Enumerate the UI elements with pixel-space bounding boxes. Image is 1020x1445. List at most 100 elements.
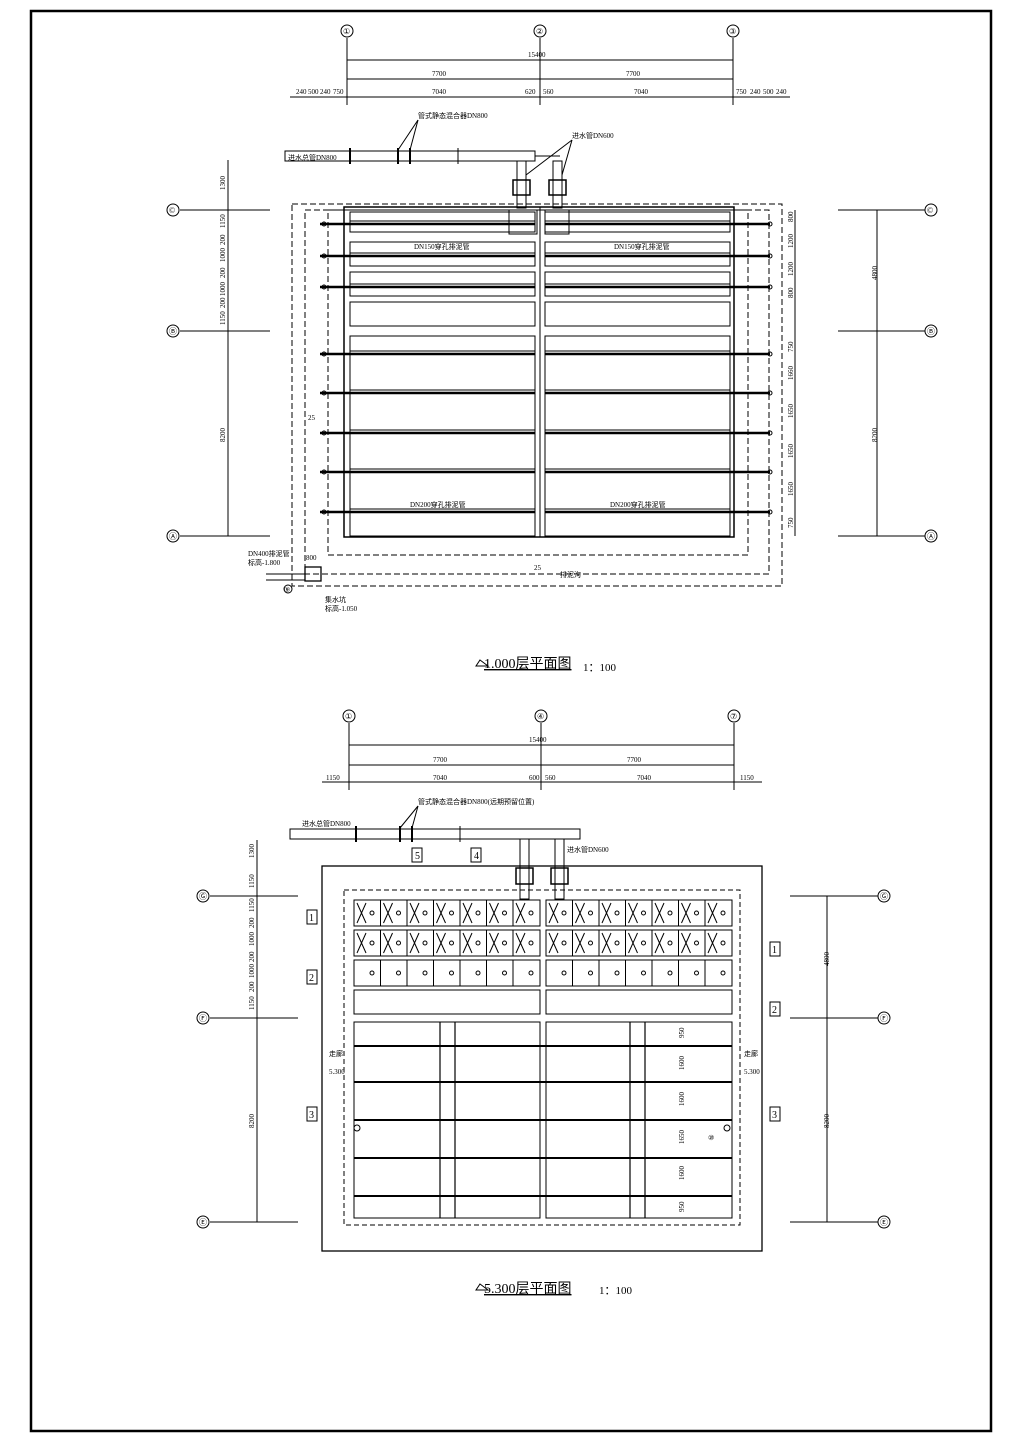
label-trench: 排泥沟 xyxy=(560,570,581,579)
valve-icon xyxy=(515,867,534,885)
inlet-main-pipe xyxy=(289,828,581,840)
grid-label: ③ xyxy=(729,27,736,36)
dimension-total: 15400 xyxy=(528,51,546,59)
nozzle-icon xyxy=(694,940,699,946)
section-marker: 1 xyxy=(772,945,777,956)
tank-cell xyxy=(353,989,541,1015)
nozzle-icon xyxy=(369,940,375,946)
nozzle-icon xyxy=(449,940,454,946)
dimension: 4800 xyxy=(823,952,831,967)
section-marker: 2 xyxy=(772,1005,777,1016)
dimension: 200 xyxy=(219,297,227,308)
grid-label: Ⓐ xyxy=(169,532,177,541)
dimension: 200 xyxy=(219,234,227,245)
valve-icon xyxy=(321,509,327,515)
plate-icon xyxy=(409,932,420,954)
valve-icon xyxy=(321,469,327,475)
dimension: 1650 xyxy=(787,404,795,419)
plate-icon xyxy=(515,932,526,954)
valve-icon xyxy=(767,253,773,259)
section-marker: 1 xyxy=(309,913,314,924)
dimension: 1000 xyxy=(219,248,227,263)
label-elevation: 5.300 xyxy=(744,1068,760,1076)
label-inlet-main: 进水总管DN800 xyxy=(288,153,337,162)
sheet-frame xyxy=(29,9,993,1433)
plate-icon xyxy=(681,902,691,924)
label-inlet-branch: 进水管DN600 xyxy=(572,131,614,140)
nozzle-icon xyxy=(396,910,401,916)
valve-icon xyxy=(321,430,327,436)
valve-icon xyxy=(548,179,567,196)
dimension: 1150 xyxy=(219,311,227,325)
dimension: 240 xyxy=(750,88,761,96)
valve-icon xyxy=(512,179,531,196)
plate-icon xyxy=(548,902,559,924)
dimension: 1600 xyxy=(678,1056,686,1071)
plate-icon xyxy=(628,902,638,924)
dimension: 1150 xyxy=(248,996,256,1010)
valve-icon xyxy=(767,221,773,227)
plan-level-1000 xyxy=(166,24,938,594)
tank-cell xyxy=(349,211,536,233)
plan-level-5300 xyxy=(196,709,891,1252)
dimension: 1150 xyxy=(740,774,754,782)
plate-icon xyxy=(436,902,446,924)
grid-bubble xyxy=(726,24,740,38)
label-inlet-main: 进水总管DN800 xyxy=(302,819,351,828)
tank-cell xyxy=(544,301,731,327)
nozzle-icon xyxy=(614,910,620,916)
nozzle-icon xyxy=(641,940,646,946)
nozzle-icon xyxy=(588,940,593,946)
plate-icon xyxy=(383,902,393,924)
nozzle-icon xyxy=(422,970,428,976)
dimension: 7040 xyxy=(433,774,448,782)
nozzle-icon xyxy=(396,970,401,976)
valve-icon xyxy=(767,469,773,475)
dimension: 200 xyxy=(248,917,256,928)
dimension: 200 xyxy=(248,981,256,992)
dimension: 7700 xyxy=(627,756,642,764)
plate-icon xyxy=(409,902,420,924)
plan-scale: 1：100 xyxy=(599,1285,632,1297)
nozzle-icon xyxy=(475,970,481,976)
grid-label: Ⓕ xyxy=(199,1014,207,1023)
tank-cell xyxy=(544,211,731,233)
grid-label: Ⓔ xyxy=(880,1218,888,1227)
tank-cell xyxy=(353,929,541,957)
dimension: 200 xyxy=(248,951,256,962)
dimension: 8200 xyxy=(219,428,227,443)
plate-icon xyxy=(356,902,367,924)
tank-cell xyxy=(544,241,731,267)
plate-icon xyxy=(515,902,526,924)
plate-icon xyxy=(489,902,499,924)
label-slope: 25 xyxy=(534,564,542,572)
label-elevation: 5.300 xyxy=(329,1068,345,1076)
dimension: 240 xyxy=(296,88,307,96)
plate-icon xyxy=(601,932,612,954)
dimension: 950 xyxy=(678,1027,686,1038)
plate-icon xyxy=(601,902,612,924)
dimension: 1300 xyxy=(219,176,227,191)
plate-icon xyxy=(575,932,585,954)
elevation-marker-icon xyxy=(475,1283,490,1291)
marker-label: ⑨ xyxy=(284,586,290,594)
nozzle-icon xyxy=(396,940,401,946)
dimension: 8200 xyxy=(248,1114,256,1129)
nozzle-icon xyxy=(667,970,673,976)
plate-icon xyxy=(383,932,393,954)
grid-label: © xyxy=(169,206,175,215)
section-marker: 5 xyxy=(415,851,420,862)
label-mixer: 管式静态混合器DN800(远期预留位置) xyxy=(418,797,535,806)
dimension: 1000 xyxy=(219,282,227,297)
nozzle-icon xyxy=(422,910,428,916)
grid-label: ② xyxy=(536,27,543,36)
label-perforated-pipe: DN200穿孔排泥管 xyxy=(410,500,466,509)
tank-cell xyxy=(353,899,541,927)
nozzle-icon xyxy=(561,910,567,916)
grid-label: Ⓖ xyxy=(880,892,888,901)
nozzle-icon xyxy=(667,910,673,916)
nozzle-icon xyxy=(528,970,534,976)
dimension: 750 xyxy=(787,517,795,528)
dimension: 1650 xyxy=(678,1130,686,1145)
